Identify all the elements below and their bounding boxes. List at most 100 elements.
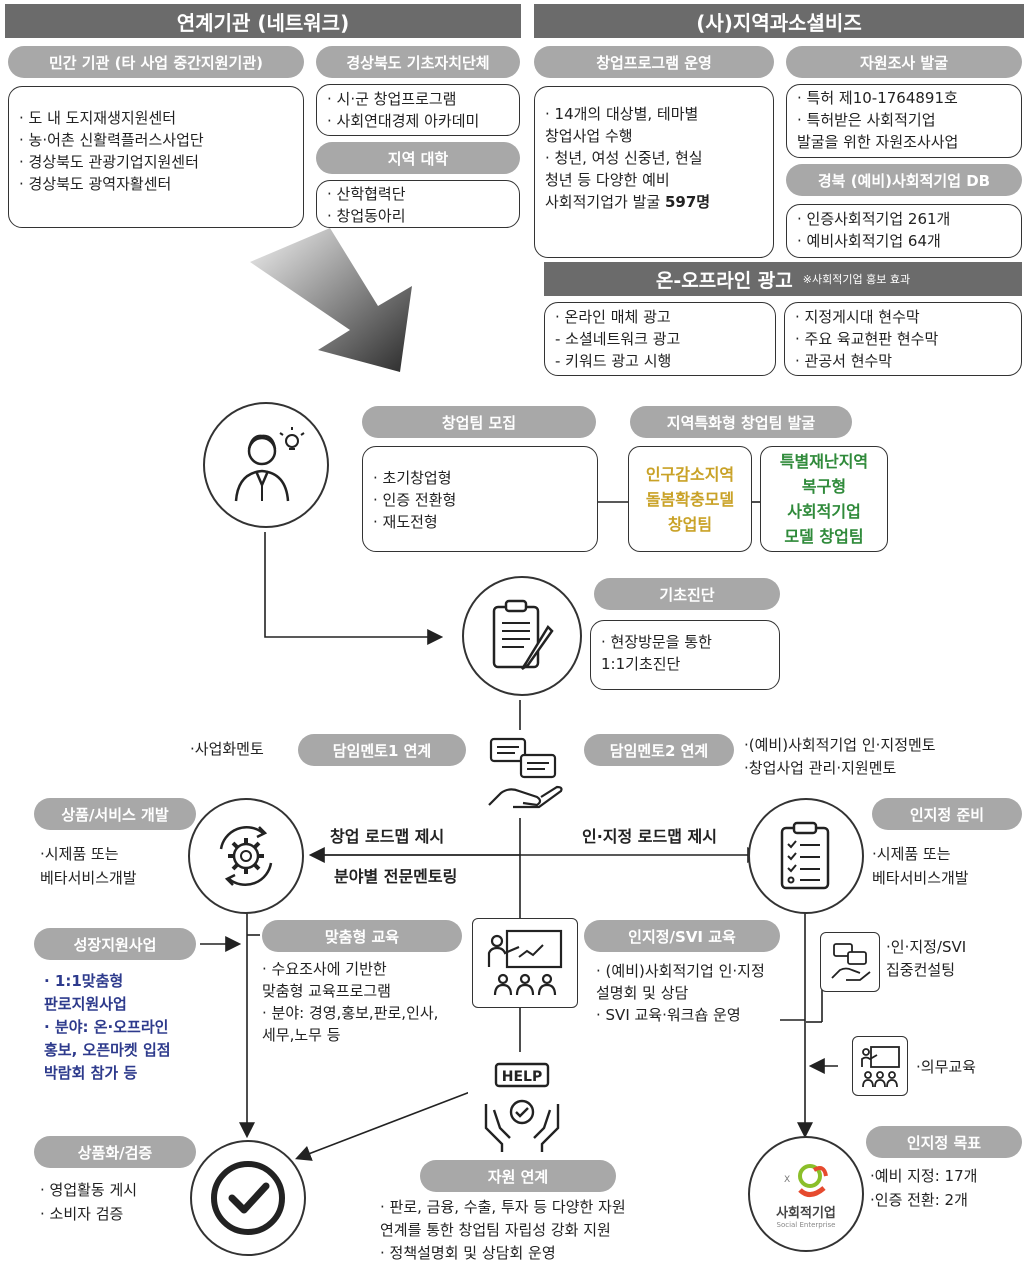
university-box: · 산학협력단 · 창업동아리 [316, 180, 520, 228]
recruit-box: · 초기창업형 · 인증 전환형 · 재도전형 [362, 446, 598, 552]
local-gov-pill: 경상북도 기초자치단체 [316, 46, 520, 78]
private-item: · 경상북도 관광기업지원센터 [19, 153, 199, 171]
review-item: · 소비자 검증 [40, 1205, 124, 1223]
growth-item: · 분야: 온·오프라인 [44, 1018, 169, 1036]
special-green-line: 복구형 [801, 477, 847, 496]
diagnosis-item: 1:1기초진단 [601, 655, 681, 673]
local-gov-box: · 시·군 창업프로그램 · 사회연대경제 아카데미 [316, 84, 520, 136]
consult-label: ·인·지정/SVI 집중컨설팅 [886, 936, 966, 982]
help-text: HELP [502, 1069, 542, 1085]
network-header: 연계기관 (네트워크) [5, 4, 521, 38]
classroom-icon [487, 929, 563, 996]
cert-prep-item: ·시제품 또는 [872, 845, 951, 863]
goal-item: ·예비 지정: 17개 [870, 1167, 978, 1185]
goal-text: ·예비 지정: 17개 ·인증 전환: 2개 [870, 1164, 977, 1212]
review-circle [190, 1140, 306, 1256]
special-yellow-line: 인구감소지역 [645, 464, 735, 484]
special-yellow-box: 인구감소지역 돌봄확충모델 창업팀 [628, 446, 752, 552]
private-institution-pill: 민간 기관 (타 사업 중간지원기관) [8, 46, 304, 78]
custom-edu-pill: 맞춤형 교육 [262, 920, 462, 952]
resource-pill: 자원 연계 [420, 1160, 616, 1192]
startup-roadmap-label: 창업 로드맵 제시 [330, 827, 445, 846]
consult-icon-box [820, 932, 880, 992]
db-box: · 인증사회적기업 261개 · 예비사회적기업 64개 [786, 204, 1022, 258]
clipboard-pen-icon [492, 599, 554, 671]
mentor-right-item: ·창업사업 관리·지원멘토 [744, 759, 897, 777]
checklist-icon [780, 821, 830, 890]
special-green-line: 특별재난지역 [779, 452, 869, 471]
svi-edu-pill: 인지정/SVI 교육 [584, 920, 780, 952]
edu-icon-wrap [472, 918, 578, 1008]
resource-text: · 판로, 금융, 수출, 투자 등 다양한 자원 연계를 통한 창업팀 자립성… [380, 1196, 626, 1265]
svi-edu-item: · SVI 교육·워크숍 운영 [596, 1006, 741, 1024]
ad-online-item: - 소셜네트워크 광고 [555, 330, 681, 348]
custom-edu-item: 세무,노무 등 [262, 1026, 341, 1044]
recruit-pill: 창업팀 모집 [362, 406, 596, 438]
cert-roadmap-label: 인·지정 로드맵 제시 [582, 827, 717, 846]
product-dev-item: 베타서비스개발 [40, 869, 137, 887]
field-mentoring-label: 분야별 전문멘토링 [334, 867, 458, 886]
program-count: 597명 [664, 193, 711, 211]
social-enterprise-logo-icon: X [784, 1163, 828, 1197]
program-item: 청년 등 다양한 예비 [545, 171, 670, 189]
ad-offline-item: · 관공서 현수막 [795, 352, 893, 370]
svi-edu-item: · (예비)사회적기업 인·지정 [596, 962, 765, 980]
goal-pill: 인지정 목표 [866, 1126, 1022, 1158]
product-dev-item: ·시제품 또는 [40, 845, 119, 863]
mentor1-pill: 담임멘토1 연계 [298, 734, 466, 766]
private-item: · 농·어촌 신활력플러스사업단 [19, 131, 204, 149]
ad-offline-box: · 지정게시대 현수막 · 주요 육교현판 현수막 · 관공서 현수막 [784, 302, 1022, 376]
review-item: · 영업활동 게시 [40, 1181, 138, 1199]
ad-offline-item: · 지정게시대 현수막 [795, 308, 920, 326]
product-dev-circle [188, 798, 304, 914]
chat-hands-icon [488, 737, 563, 809]
business-mentor-label: ·사업화멘토 [190, 740, 264, 758]
org-header: (사)지역과소셜비즈 [534, 4, 1024, 38]
recruit-item: · 재도전형 [373, 513, 438, 531]
ad-online-box: · 온라인 매체 광고 - 소셜네트워크 광고 - 키워드 광고 시행 [544, 302, 776, 376]
special-yellow-line: 창업팀 [667, 514, 713, 534]
mentor2-pill: 담임멘토2 연계 [584, 734, 734, 766]
program-item: · 14개의 대상별, 테마별 [545, 105, 699, 123]
entrepreneur-icon [234, 427, 305, 502]
growth-pill: 성장지원사업 [34, 928, 196, 960]
special-yellow-line: 돌봄확충모델 [645, 489, 735, 509]
survey-item: · 특허받은 사회적기업 [797, 111, 936, 129]
db-item: · 인증사회적기업 261개 [797, 210, 951, 228]
goal-circle: X 사회적기업 Social Enterprise [748, 1136, 864, 1252]
cert-prep-text: ·시제품 또는 베타서비스개발 [872, 842, 969, 890]
product-dev-pill: 상품/서비스 개발 [34, 798, 196, 830]
mentor-icon-wrap [472, 730, 578, 818]
goal-item: ·인증 전환: 2개 [870, 1191, 968, 1209]
resource-item: · 정책설명회 및 상담회 운영 [380, 1244, 556, 1262]
diagnosis-circle [462, 576, 582, 696]
diagnosis-pill: 기초진단 [594, 578, 780, 610]
survey-box: · 특허 제10-1764891호 · 특허받은 사회적기업 발굴을 위한 자원… [786, 84, 1022, 158]
db-item: · 예비사회적기업 64개 [797, 232, 941, 250]
cert-prep-item: 베타서비스개발 [872, 869, 969, 887]
diagnosis-item: · 현장방문을 통한 [601, 633, 712, 651]
recruit-item: · 초기창업형 [373, 469, 452, 487]
consulting-icon [831, 943, 871, 981]
growth-item: 판로지원사업 [44, 995, 127, 1013]
logo-text: 사회적기업 [776, 1205, 836, 1221]
ad-offline-item: · 주요 육교현판 현수막 [795, 330, 939, 348]
program-item: · 청년, 여성 신중년, 현실 [545, 149, 703, 167]
cert-prep-circle [748, 798, 864, 914]
program-item: 사회적기업가 발굴 [545, 193, 661, 211]
mandatory-edu-icon [861, 1046, 900, 1088]
custom-edu-item: · 수요조사에 기반한 [262, 960, 387, 978]
ad-header-note: ※사회적기업 홍보 효과 [802, 273, 911, 286]
special-pill: 지역특화형 창업팀 발굴 [630, 406, 852, 438]
growth-item: · 1:1맞춤형 [44, 972, 124, 990]
svi-edu-item: 설명회 및 상담 [596, 984, 689, 1002]
review-pill: 상품화/검증 [34, 1136, 196, 1168]
consult-label-line: 집중컨설팅 [886, 961, 956, 979]
recruit-item: · 인증 전환형 [373, 491, 457, 509]
ad-header-title: 온-오프라인 광고 [655, 269, 793, 292]
diagnosis-box: · 현장방문을 통한 1:1기초진단 [590, 620, 780, 690]
mentor-right-text: ·(예비)사회적기업 인·지정멘토 ·창업사업 관리·지원멘토 [744, 734, 936, 780]
consult-label-line: ·인·지정/SVI [886, 938, 967, 956]
private-item: · 도 내 도지재생지원센터 [19, 109, 177, 127]
custom-edu-item: 맞춤형 교육프로그램 [262, 982, 391, 1000]
